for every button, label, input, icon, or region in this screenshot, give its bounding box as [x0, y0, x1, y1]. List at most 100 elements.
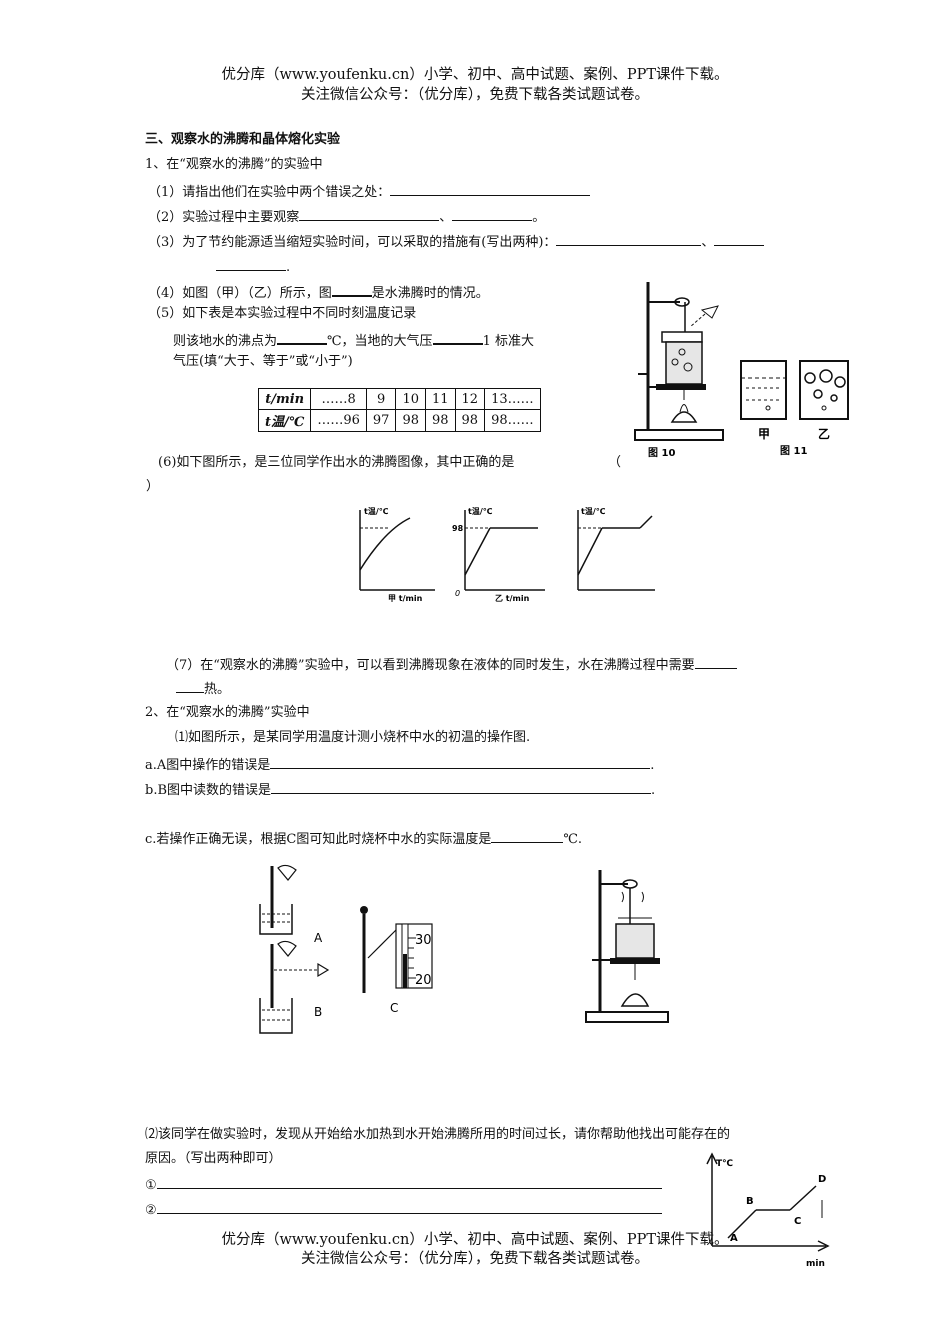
q1-p4-blank[interactable]: [331, 281, 372, 297]
graph-yi: 98 0 t温/℃ 乙 t/min: [452, 506, 545, 603]
q1-p7-text: （7）在“观察水的沸腾”实验中，可以看到沸腾现象在液体的同时发生，水在沸腾过程中…: [166, 658, 695, 673]
boiling-graphs: t温/℃ 甲 t/min 98 0 t温/℃ 乙 t/min t温/℃: [359, 506, 655, 603]
q1-p7-blank-a[interactable]: [694, 654, 737, 669]
section-title: 三、观察水的沸腾和晶体熔化实验: [145, 132, 341, 147]
q1-p3-text: （3）为了节约能源适当缩短实验时间，可以采取的措施有(写出两种)：: [148, 235, 557, 250]
table-cell: 9: [365, 388, 397, 410]
q1-p7-cont: 热。: [176, 678, 230, 699]
scale-30: 30: [415, 933, 432, 948]
melt-xlabel: min: [806, 1259, 825, 1268]
beakers-figure-11: 甲 乙 图 11: [740, 360, 849, 456]
beaker-jia-label: 甲: [758, 427, 770, 441]
q2-pb-blank[interactable]: [271, 779, 652, 794]
page-header-line1: 优分库（www.youfenku.cn）小学、初中、高中试题、案例、PPT课件下…: [221, 67, 729, 83]
q2-pa-dot: .: [650, 758, 655, 773]
graph2-xlabel: 乙 t/min: [495, 594, 530, 603]
q1-p5-blank1[interactable]: [277, 329, 328, 345]
fig10-caption: 图 10: [648, 447, 675, 459]
page-footer-line2: 关注微信公众号：（优分库），免费下载各类试题试卷。: [301, 1251, 649, 1267]
q2-pb-dot: .: [651, 783, 656, 798]
graph1-xlabel: 甲 t/min: [388, 594, 423, 603]
table-cell: 98: [454, 409, 486, 432]
q1-p5: （5）如下表是本实验过程中不同时刻温度记录: [148, 306, 417, 321]
q1-p3-blank1[interactable]: [556, 231, 702, 246]
q1-p2-blank1[interactable]: [299, 206, 440, 221]
q1-p2-sep: 、: [439, 210, 453, 225]
page-footer-line1: 优分库（www.youfenku.cn）小学、初中、高中试题、案例、PPT课件下…: [221, 1232, 729, 1248]
q1-p5-blank2[interactable]: [432, 329, 483, 345]
table-cell: t温/℃: [257, 409, 312, 432]
q1-p6-open-paren[interactable]: （: [608, 455, 622, 470]
q2-pa-text: a.A图中操作的错误是: [145, 758, 271, 773]
q2-pc-blank[interactable]: [491, 828, 564, 843]
q2-p1: ⑴如图所示，是某同学用温度计测小烧杯中水的初温的操作图.: [175, 730, 531, 745]
q2-p2: ⑵该同学在做实验时，发现从开始给水加热到水开始沸腾所用的时间过长，请你帮助他找出…: [145, 1127, 731, 1142]
melt-point-a: A: [730, 1233, 738, 1244]
graph2-ylabel: t温/℃: [468, 506, 493, 516]
table-row: t/min ……8 9 10 11 12 13……: [257, 388, 541, 410]
q2-pc-text: c.若操作正确无误，根据C图可知此时烧杯中水的实际温度是: [145, 832, 492, 847]
q1-p2-blank2[interactable]: [452, 206, 533, 221]
beaker-yi-label: 乙: [818, 427, 830, 441]
page-header-line2: 关注微信公众号：（优分库），免费下载各类试题试卷。: [301, 87, 649, 103]
q2-c2: ②: [145, 1199, 662, 1220]
q2-pb-text: b.B图中读数的错误是: [145, 783, 272, 798]
q1-p6-close-paren: ）: [146, 479, 160, 494]
q2-c2-blank[interactable]: [156, 1199, 662, 1214]
table-cell: t/min: [257, 388, 312, 410]
q2-pa-blank[interactable]: [270, 754, 651, 769]
q1-p4-text: （4）如图（甲）（乙）所示，图: [148, 286, 332, 301]
table-cell: 98: [424, 409, 456, 432]
q1-title: 1、在“观察水的沸腾”的实验中: [145, 157, 323, 172]
q1-p6: (6)如下图所示，是三位同学作出水的沸腾图像，其中正确的是: [158, 455, 515, 470]
q1-p5d: 气压(填“大于、等于”或“小于”): [173, 354, 353, 369]
q2-pa: a.A图中操作的错误是.: [145, 754, 654, 775]
boiling-apparatus-figure-10: 图 10: [634, 282, 724, 459]
q1-p4-text2: 是水沸腾时的情况。: [371, 286, 489, 301]
q1-p1-text: （1）请指出他们在实验中两个错误之处：: [148, 185, 391, 200]
q2-title: 2、在“观察水的沸腾”实验中: [145, 705, 310, 720]
q2-c2-num: ②: [145, 1203, 157, 1218]
table-cell: 11: [424, 388, 456, 410]
melting-graph: T℃ min A B C D: [706, 1152, 830, 1268]
q1-p2: （2）实验过程中主要观察、。: [148, 206, 545, 227]
table-cell: ……96: [310, 409, 367, 432]
table-row: t温/℃ ……96 97 98 98 98 98……: [257, 409, 541, 432]
q1-p3-blank2b[interactable]: [216, 256, 286, 271]
q1-p4: （4）如图（甲）（乙）所示，图 是水沸腾时的情况。: [148, 281, 489, 303]
q2-c1-blank[interactable]: [156, 1174, 662, 1189]
q1-p3-blank2a[interactable]: [714, 231, 765, 246]
q1-p2-text: （2）实验过程中主要观察: [148, 210, 300, 225]
q1-p5b-text: ℃，当地的大气压: [327, 334, 433, 349]
graph-3: t温/℃: [577, 506, 655, 591]
graph2-98: 98: [452, 524, 464, 533]
q2-p2b: 原因。（写出两种即可）: [145, 1151, 282, 1166]
melt-point-d: D: [818, 1174, 826, 1185]
q2-c1-num: ①: [145, 1178, 157, 1193]
q1-p7b-text: 热。: [204, 682, 231, 697]
melt-point-b: B: [746, 1196, 754, 1207]
q1-p3-cont: .: [216, 256, 290, 277]
table-cell: 98: [395, 409, 426, 432]
table-cell: 97: [365, 409, 397, 432]
q1-p1-blank[interactable]: [390, 181, 591, 196]
table-cell: 12: [454, 388, 486, 410]
temperature-table: t/min ……8 9 10 11 12 13…… t温/℃ ……96 97 9…: [257, 388, 541, 432]
graph2-origin: 0: [455, 589, 460, 598]
q1-p5a-text: 则该地水的沸点为: [173, 334, 278, 349]
graph-jia: t温/℃ 甲 t/min: [359, 506, 435, 603]
q1-p1: （1）请指出他们在实验中两个错误之处：: [148, 181, 591, 202]
table-cell: ……8: [310, 388, 367, 410]
scale-20: 20: [415, 973, 432, 988]
table-cell: 98……: [484, 409, 541, 432]
q1-p7-blank-b[interactable]: [176, 678, 204, 693]
q2-pb: b.B图中读数的错误是.: [145, 779, 655, 800]
q2-c1: ①: [145, 1174, 662, 1195]
q1-p3: （3）为了节约能源适当缩短实验时间，可以采取的措施有(写出两种)： 、: [148, 231, 765, 252]
label-b: B: [314, 1005, 322, 1019]
thermometer-figure: A B 30 20 C: [259, 864, 433, 1034]
graph1-ylabel: t温/℃: [364, 506, 389, 516]
q1-p3-sep: 、: [701, 235, 715, 250]
label-c: C: [390, 1001, 398, 1015]
label-a: A: [314, 931, 323, 945]
